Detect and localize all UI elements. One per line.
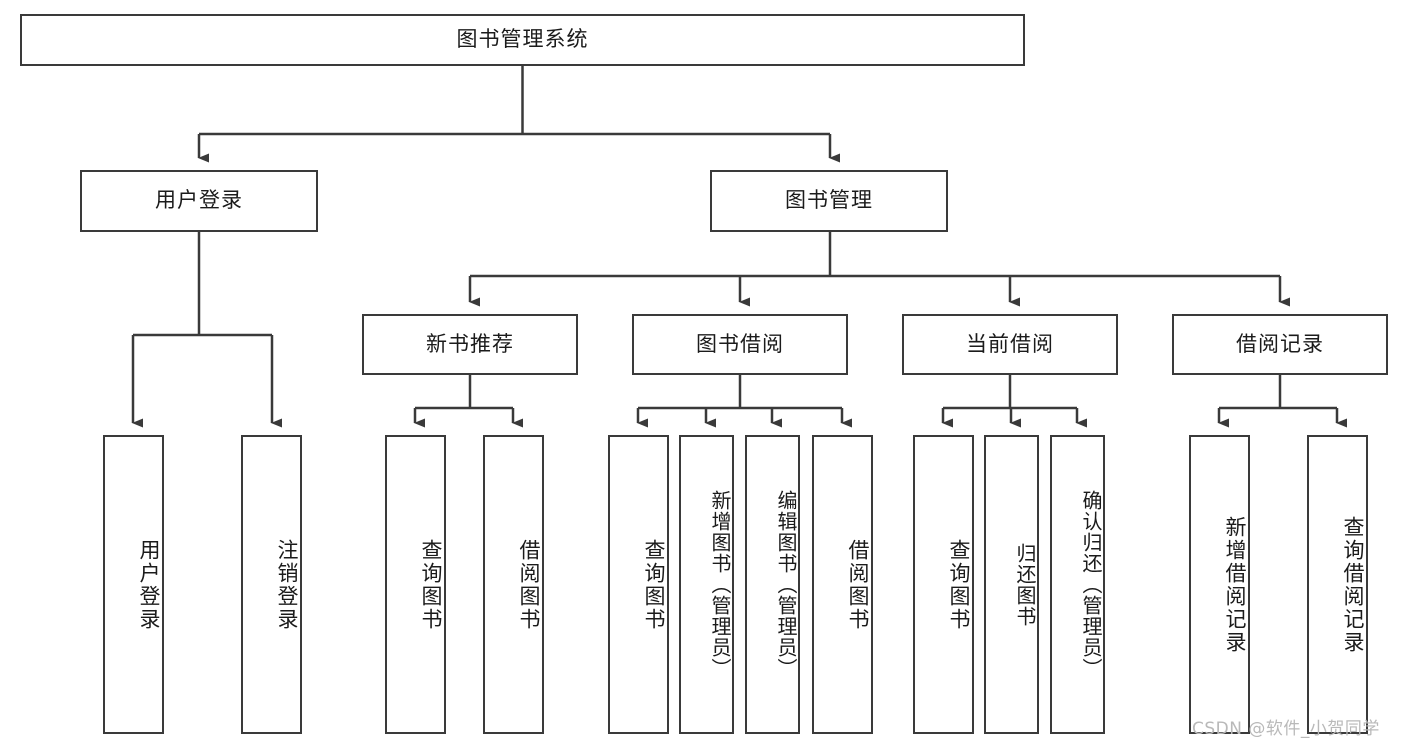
- leaf-query-book-newbook[interactable]: 查询图书: [385, 435, 446, 734]
- node-book-borrow-label: 图书借阅: [696, 331, 784, 356]
- leaf-label: 查询图书: [642, 538, 666, 631]
- node-borrow-record[interactable]: 借阅记录: [1172, 314, 1388, 375]
- node-current-borrow[interactable]: 当前借阅: [902, 314, 1118, 375]
- leaf-label: 查询图书: [947, 538, 971, 631]
- leaf-borrow-book[interactable]: 借阅图书: [812, 435, 873, 734]
- leaf-label: 新增图书（管理员）: [708, 490, 732, 679]
- leaf-label: 编辑图书（管理员）: [774, 490, 798, 679]
- leaf-query-borrow-record[interactable]: 查询借阅记录: [1307, 435, 1368, 734]
- node-book-borrow[interactable]: 图书借阅: [632, 314, 848, 375]
- leaf-confirm-return-admin[interactable]: 确认归还（管理员）: [1050, 435, 1105, 734]
- node-book-management-label: 图书管理: [785, 188, 873, 213]
- leaf-borrow-book-newbook[interactable]: 借阅图书: [483, 435, 544, 734]
- node-current-borrow-label: 当前借阅: [966, 331, 1054, 356]
- node-user-login-label: 用户登录: [155, 188, 243, 213]
- node-borrow-record-label: 借阅记录: [1236, 331, 1324, 356]
- node-user-login[interactable]: 用户登录: [80, 170, 318, 232]
- leaf-label: 注销登录: [275, 538, 299, 631]
- leaf-query-book-current[interactable]: 查询图书: [913, 435, 974, 734]
- leaf-label: 用户登录: [137, 538, 161, 631]
- leaf-user-login[interactable]: 用户登录: [103, 435, 164, 734]
- leaf-add-borrow-record[interactable]: 新增借阅记录: [1189, 435, 1250, 734]
- leaf-label: 确认归还（管理员）: [1079, 490, 1103, 679]
- node-root-system[interactable]: 图书管理系统: [20, 14, 1025, 66]
- node-book-management[interactable]: 图书管理: [710, 170, 948, 232]
- leaf-return-book[interactable]: 归还图书: [984, 435, 1039, 734]
- node-root-label: 图书管理系统: [456, 27, 589, 52]
- leaf-add-book-admin[interactable]: 新增图书（管理员）: [679, 435, 734, 734]
- leaf-label: 借阅图书: [517, 538, 541, 631]
- node-new-book-recommend-label: 新书推荐: [426, 331, 514, 356]
- leaf-edit-book-admin[interactable]: 编辑图书（管理员）: [745, 435, 800, 734]
- leaf-label: 查询图书: [419, 538, 443, 631]
- node-new-book-recommend[interactable]: 新书推荐: [362, 314, 578, 375]
- leaf-label: 归还图书: [1013, 542, 1037, 627]
- leaf-label: 借阅图书: [846, 538, 870, 631]
- leaf-label: 新增借阅记录: [1223, 515, 1247, 654]
- csdn-watermark: CSDN @软件_小贺同学: [1192, 719, 1380, 739]
- leaf-query-book-borrow[interactable]: 查询图书: [608, 435, 669, 734]
- leaf-label: 查询借阅记录: [1341, 515, 1365, 654]
- leaf-logout-login[interactable]: 注销登录: [241, 435, 302, 734]
